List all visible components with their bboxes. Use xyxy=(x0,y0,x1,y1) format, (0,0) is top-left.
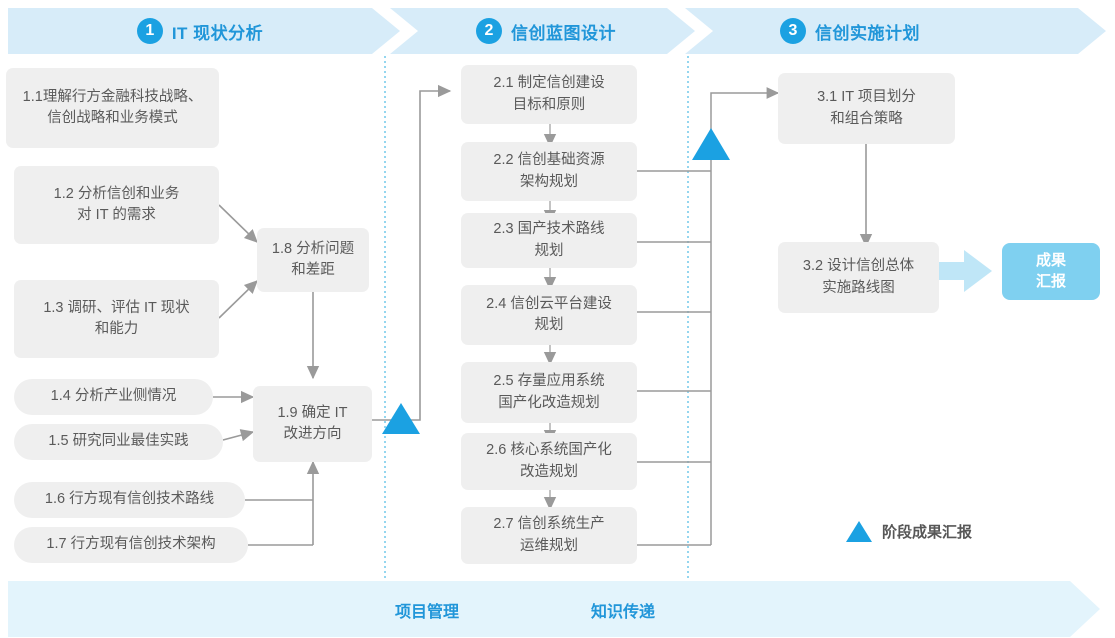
phase-number-2: 2 xyxy=(476,18,502,44)
phase-band-1 xyxy=(8,8,400,54)
phase-header-2[interactable]: 2 信创蓝图设计 xyxy=(404,8,688,54)
node-1-8[interactable]: 1.8 分析问题 和差距 xyxy=(257,228,369,292)
phase-number-1: 1 xyxy=(136,18,163,44)
result-report-box[interactable]: 成果 汇报 xyxy=(1002,243,1100,300)
node-2-2[interactable]: 2.2 信创基础资源 架构规划 xyxy=(461,142,637,201)
node-2-5[interactable]: 2.5 存量应用系统 国产化改造规划 xyxy=(461,362,637,423)
legend-milestone: 阶段成果汇报 xyxy=(846,521,972,542)
milestone-triangle-2 xyxy=(692,128,730,160)
node-2-7[interactable]: 2.7 信创系统生产 运维规划 xyxy=(461,507,637,564)
node-2-1[interactable]: 2.1 制定信创建设 目标和原则 xyxy=(461,65,637,124)
legend-milestone-label: 阶段成果汇报 xyxy=(882,524,973,541)
phase-band-2 xyxy=(390,8,695,54)
phase-header-1[interactable]: 1 IT 现状分析 xyxy=(8,8,392,54)
phase-header-3[interactable]: 3 信创实施计划 xyxy=(700,8,1000,54)
phase-title-1: IT 现状分析 xyxy=(171,23,264,43)
node-1-9[interactable]: 1.9 确定 IT 改进方向 xyxy=(253,386,372,462)
footer-item-project-management[interactable]: 项目管理 xyxy=(395,604,460,621)
node-2-6[interactable]: 2.6 核心系统国产化 改造规划 xyxy=(461,433,637,490)
node-1-7[interactable]: 1.7 行方现有信创技术架构 xyxy=(14,527,248,563)
node-1-5[interactable]: 1.5 研究同业最佳实践 xyxy=(14,424,223,460)
node-1-2[interactable]: 1.2 分析信创和业务 对 IT 的需求 xyxy=(14,166,219,244)
node-1-4[interactable]: 1.4 分析产业侧情况 xyxy=(14,379,213,415)
footer-item-knowledge-transfer[interactable]: 知识传递 xyxy=(591,604,656,621)
node-3-1[interactable]: 3.1 IT 项目划分 和组合策略 xyxy=(778,73,955,144)
node-2-4[interactable]: 2.4 信创云平台建设 规划 xyxy=(461,285,637,345)
footer-band xyxy=(8,581,1100,637)
phase-title-3: 信创实施计划 xyxy=(815,23,920,43)
node-3-2[interactable]: 3.2 设计信创总体 实施路线图 xyxy=(778,242,939,313)
node-2-3[interactable]: 2.3 国产技术路线 规划 xyxy=(461,213,637,268)
node-1-3[interactable]: 1.3 调研、评估 IT 现状 和能力 xyxy=(14,280,219,358)
milestone-triangle-icon xyxy=(846,521,872,542)
node-1-1[interactable]: 1.1理解行方金融科技战略、 信创战略和业务模式 xyxy=(6,68,219,148)
milestone-triangle-1 xyxy=(382,403,420,434)
result-arrow xyxy=(939,250,992,292)
node-1-6[interactable]: 1.6 行方现有信创技术路线 xyxy=(14,482,245,518)
phase-title-2: 信创蓝图设计 xyxy=(511,23,616,43)
phase-number-3: 3 xyxy=(780,18,806,44)
